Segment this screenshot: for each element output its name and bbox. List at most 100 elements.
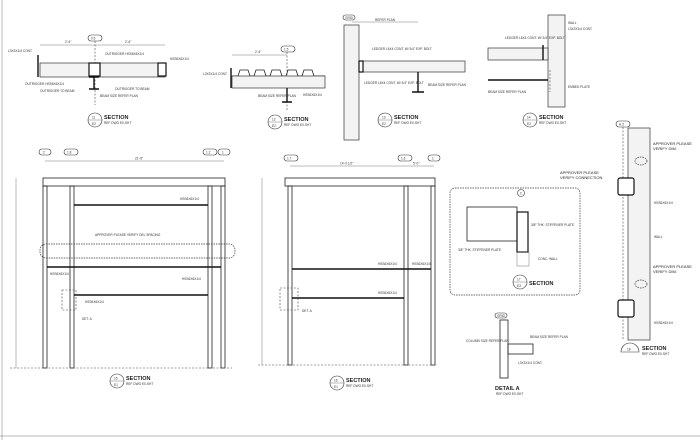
steel-beam: [282, 88, 292, 103]
detail-number: 13: [382, 116, 386, 120]
column: [430, 185, 436, 366]
dimension-text: 2'-6": [255, 50, 261, 54]
hss-beam: [617, 299, 635, 318]
detail-sheet: E3: [517, 284, 521, 288]
grid-label: GRID: [345, 16, 354, 20]
detail-a: GRID COLUMN SIZE REFER PLAN BEAM SIZE RE…: [466, 312, 569, 396]
grid-label: 2: [43, 151, 45, 155]
edge-hss: [157, 62, 167, 77]
detail-number: 11: [92, 116, 96, 120]
detail-ref: REF DWG E0-SHT: [346, 384, 373, 388]
column: [207, 185, 213, 369]
note: OUTRIGGER HSS6X6X1/4: [25, 82, 64, 86]
grid-label: 1.6: [401, 157, 406, 161]
detail-title: SECTION: [284, 117, 308, 123]
detail-callout: [620, 342, 640, 353]
note: OUTRIGGER TO BEAM: [40, 89, 75, 93]
revision-cloud: [449, 187, 581, 296]
detail-ref: REF DWG E0-SHT: [642, 352, 669, 356]
detail-sheet: E1: [334, 385, 338, 389]
detail-sheet: E1: [114, 383, 118, 387]
steel-beam: [89, 76, 99, 90]
slab: [231, 75, 326, 89]
column: [220, 185, 226, 369]
note: OUTRIGGER TO BEAM: [115, 87, 150, 91]
column: [42, 185, 48, 369]
column: [287, 185, 293, 366]
detail-number: 12: [272, 118, 276, 122]
grid-label: C: [520, 191, 523, 195]
detail-sheet: E2: [527, 122, 531, 126]
detail-ref: REF DWG E0-SHT: [539, 121, 566, 125]
note: LEDGER L6X4 CONT. W/ 3/4" EXP. BOLT: [372, 47, 432, 51]
section-15: 2 1.8 1.2 1 21'-6" APPROVER PLEASE VERIF…: [10, 148, 236, 389]
note: L3X3X1/4 CONT.: [203, 72, 228, 76]
note: HSS6X6X1/4: [378, 291, 397, 295]
note: BEAM SIZE REFER PLAN: [530, 335, 569, 339]
note-approver-connection: APPROVER PLEASE VERIFY CONNECTION: [560, 170, 603, 180]
grid-label: 1.2: [206, 151, 211, 155]
dimension-text: 14'-0 1/2": [340, 162, 353, 166]
note: DET. A: [302, 309, 313, 313]
note: HSS6X6X1/4: [180, 197, 199, 201]
note: HSS6X6X1/4: [170, 57, 189, 61]
grid-bubble: [517, 189, 525, 197]
revision-cloud: [634, 156, 648, 166]
detail-ref: REF DWG E0-SHT: [126, 382, 153, 386]
note: WALL: [654, 235, 663, 239]
note: HSS6X6X1/4: [654, 321, 673, 325]
column: [403, 185, 409, 366]
grid-bubbles: 2 1.8 1.2 1: [38, 148, 231, 156]
note: L3X3X1/4 CONT.: [8, 49, 33, 53]
concrete-wall: [343, 24, 360, 141]
roof-beam: [42, 177, 226, 187]
detail-title: SECTION: [529, 281, 553, 287]
revision-cloud: [39, 243, 236, 259]
grid-label: 1.7: [287, 157, 292, 161]
outrigger-hss: [88, 62, 101, 77]
grid-label: A.3: [619, 123, 624, 127]
note: WALL: [568, 21, 577, 25]
grid-label: 0.5: [91, 37, 96, 41]
detail-title: SECTION: [104, 115, 128, 121]
detail-number: 18: [627, 348, 631, 352]
detail-number: 17: [517, 278, 521, 282]
section-16: 1.7 1.6 1 14'-0 1/2" 5'-0" HSS6X6X1/4 HS…: [258, 154, 441, 391]
note: 3/8" THK. STIFFENER PLATE: [458, 248, 501, 252]
hss-beam: [617, 177, 635, 196]
concrete-wall: [547, 14, 566, 108]
detail-a-callout: [61, 289, 77, 311]
note: BEAM SIZE REFER PLAN: [100, 94, 139, 98]
column: [499, 319, 509, 379]
note: OUTRIGGER HSS6X6X1/4: [105, 52, 144, 56]
revision-cloud: [634, 279, 648, 289]
detail-17: C 3/8" THK. STIFFENER PLATE 3/8" THK. ST…: [449, 187, 581, 296]
detail-13: GRID REFER PLAN LEDGER L6X4 CONT. W/ 3/4…: [342, 14, 467, 141]
detail-sheet: E2: [272, 124, 276, 128]
note: BEAM SIZE REFER PLAN: [428, 83, 467, 87]
detail-title: SECTION: [394, 115, 418, 121]
dimension-text: 2'-6": [65, 40, 71, 44]
detail-title: DETAIL A: [495, 386, 520, 392]
beam: [466, 206, 518, 242]
note: L3X3X1/4 CONT.: [568, 27, 593, 31]
note: 3/8" THK. STIFFENER PLATE: [531, 223, 574, 227]
detail-ref: REF DWG E0-SHT: [496, 392, 523, 396]
dimension-text: 2'-6": [125, 40, 131, 44]
detail-number: 16: [334, 379, 338, 383]
note: CONC. WALL: [538, 257, 558, 261]
note: BEAM SIZE REFER PLAN: [258, 94, 297, 98]
column-plate: [516, 211, 529, 253]
detail-sheet: E2: [92, 122, 96, 126]
detail-14: WALL L3X3X1/4 CONT. LEDGER L6X4 CONT. W/…: [487, 14, 593, 128]
beam-stub: [507, 343, 534, 355]
detail-ref: REF DWG E0-SHT: [394, 121, 421, 125]
slab: [359, 60, 466, 73]
ledger-angle: [358, 60, 364, 73]
detail-sheet: E2: [382, 122, 386, 126]
note: BEAM SIZE REFER PLAN: [488, 90, 527, 94]
note-approver-dim: APPROVER PLEASE VERIFY DIM.: [653, 141, 692, 151]
note: EMBED PLATE: [568, 85, 590, 89]
